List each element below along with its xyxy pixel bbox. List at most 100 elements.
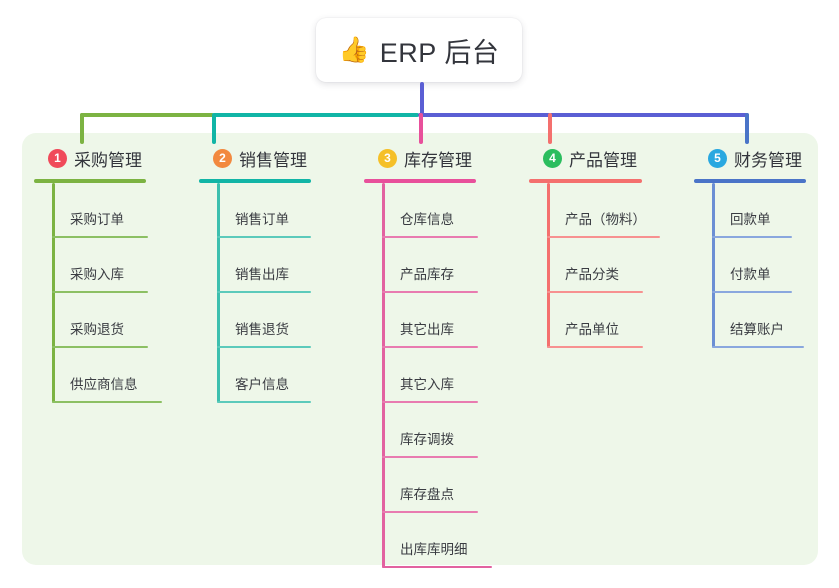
leaf-rule xyxy=(547,291,643,293)
leaf-rule xyxy=(52,291,148,293)
branch-badge-1: 1 xyxy=(48,148,67,168)
leaf-label: 客户信息 xyxy=(235,377,289,392)
branch-badge-4: 4 xyxy=(543,148,562,168)
leaf-rule xyxy=(712,346,804,348)
leaf-node[interactable]: 采购入库 xyxy=(34,238,148,293)
branch-spine-4 xyxy=(547,183,550,348)
leaf-label: 产品（物料） xyxy=(565,212,646,227)
drop-line-2 xyxy=(212,113,216,144)
leaf-label: 销售出库 xyxy=(235,267,289,282)
thumbs-up-icon: 👍 xyxy=(338,35,370,64)
branch-header-4[interactable]: 4 产品管理 xyxy=(529,145,642,171)
leaf-node[interactable]: 其它入库 xyxy=(364,348,478,403)
branch-title-3: 库存管理 xyxy=(404,150,472,170)
branch-children-2: 销售订单 销售出库 销售退货 客户信息 xyxy=(199,183,311,403)
leaf-node[interactable]: 回款单 xyxy=(694,183,806,238)
branch-badge-3: 3 xyxy=(378,148,397,168)
branch-rule-1 xyxy=(34,179,146,183)
branch-column-4: 4 产品管理 产品（物料） 产品分类 产品单位 xyxy=(529,145,660,348)
leaf-rule xyxy=(712,236,792,238)
branch-rule-5 xyxy=(694,179,806,183)
root-stem-line xyxy=(420,82,424,115)
branch-header-1[interactable]: 1 采购管理 xyxy=(34,145,146,171)
leaf-label: 库存调拨 xyxy=(400,432,454,447)
drop-line-4 xyxy=(548,113,552,144)
leaf-rule xyxy=(382,346,478,348)
branch-rule-2 xyxy=(199,179,311,183)
leaf-node[interactable]: 采购订单 xyxy=(34,183,148,238)
branch-spine-5 xyxy=(712,183,715,348)
leaf-node[interactable]: 产品库存 xyxy=(364,238,478,293)
branch-header-2[interactable]: 2 销售管理 xyxy=(199,145,311,171)
branch-spine-1 xyxy=(52,183,55,403)
leaf-rule xyxy=(382,456,478,458)
leaf-rule xyxy=(217,346,311,348)
leaf-label: 采购入库 xyxy=(70,267,124,282)
branch-title-2: 销售管理 xyxy=(239,150,307,170)
leaf-rule xyxy=(382,511,478,513)
branch-column-1: 1 采购管理 采购订单 采购入库 采购退货 供应商信息 xyxy=(34,145,162,403)
drop-line-3 xyxy=(419,113,423,144)
leaf-label: 供应商信息 xyxy=(70,377,138,392)
leaf-label: 产品单位 xyxy=(565,322,619,337)
branches-panel xyxy=(22,133,818,565)
leaf-label: 结算账户 xyxy=(730,322,784,337)
leaf-rule xyxy=(382,236,478,238)
leaf-label: 出库库明细 xyxy=(400,542,468,557)
leaf-node[interactable]: 销售订单 xyxy=(199,183,311,238)
leaf-node[interactable]: 销售出库 xyxy=(199,238,311,293)
leaf-node[interactable]: 产品分类 xyxy=(529,238,643,293)
branch-rule-3 xyxy=(364,179,476,183)
leaf-rule xyxy=(52,236,148,238)
branch-header-5[interactable]: 5 财务管理 xyxy=(694,145,806,171)
leaf-label: 采购退货 xyxy=(70,322,124,337)
leaf-node[interactable]: 结算账户 xyxy=(694,293,806,348)
leaf-node[interactable]: 产品单位 xyxy=(529,293,643,348)
leaf-rule xyxy=(217,291,311,293)
bus-segment-green xyxy=(80,113,214,117)
leaf-label: 销售退货 xyxy=(235,322,289,337)
leaf-rule xyxy=(217,236,311,238)
leaf-rule xyxy=(547,346,643,348)
leaf-rule xyxy=(217,401,311,403)
leaf-node[interactable]: 产品（物料） xyxy=(529,183,660,238)
leaf-node[interactable]: 仓库信息 xyxy=(364,183,478,238)
root-node-erp-backend[interactable]: 👍 ERP 后台 xyxy=(316,18,522,82)
drop-line-1 xyxy=(80,113,84,144)
leaf-label: 采购订单 xyxy=(70,212,124,227)
leaf-label: 产品库存 xyxy=(400,267,454,282)
branch-badge-2: 2 xyxy=(213,148,232,168)
leaf-node[interactable]: 采购退货 xyxy=(34,293,148,348)
bus-segment-teal xyxy=(213,113,419,117)
leaf-node[interactable]: 供应商信息 xyxy=(34,348,162,403)
root-node-title: ERP 后台 xyxy=(379,37,500,68)
leaf-rule xyxy=(382,566,492,568)
leaf-label: 其它入库 xyxy=(400,377,454,392)
leaf-label: 销售订单 xyxy=(235,212,289,227)
branch-rule-4 xyxy=(529,179,642,183)
leaf-node[interactable]: 库存调拨 xyxy=(364,403,478,458)
leaf-label: 付款单 xyxy=(730,267,771,282)
leaf-label: 仓库信息 xyxy=(400,212,454,227)
branch-badge-5: 5 xyxy=(708,148,727,168)
leaf-label: 回款单 xyxy=(730,212,771,227)
leaf-node[interactable]: 其它出库 xyxy=(364,293,478,348)
branch-column-3: 3 库存管理 仓库信息 产品库存 其它出库 其它入库 库存调拨 xyxy=(364,145,492,568)
leaf-label: 库存盘点 xyxy=(400,487,454,502)
leaf-node[interactable]: 客户信息 xyxy=(199,348,311,403)
bus-segment-purple xyxy=(418,113,749,117)
branch-children-1: 采购订单 采购入库 采购退货 供应商信息 xyxy=(34,183,162,403)
branch-column-2: 2 销售管理 销售订单 销售出库 销售退货 客户信息 xyxy=(199,145,311,403)
leaf-node[interactable]: 付款单 xyxy=(694,238,806,293)
leaf-rule xyxy=(382,291,478,293)
branch-header-3[interactable]: 3 库存管理 xyxy=(364,145,476,171)
branch-children-4: 产品（物料） 产品分类 产品单位 xyxy=(529,183,660,348)
leaf-node[interactable]: 销售退货 xyxy=(199,293,311,348)
leaf-rule xyxy=(547,236,660,238)
leaf-node[interactable]: 出库库明细 xyxy=(364,513,492,568)
branch-spine-2 xyxy=(217,183,220,403)
leaf-rule xyxy=(382,401,478,403)
leaf-rule xyxy=(52,401,162,403)
leaf-node[interactable]: 库存盘点 xyxy=(364,458,478,513)
